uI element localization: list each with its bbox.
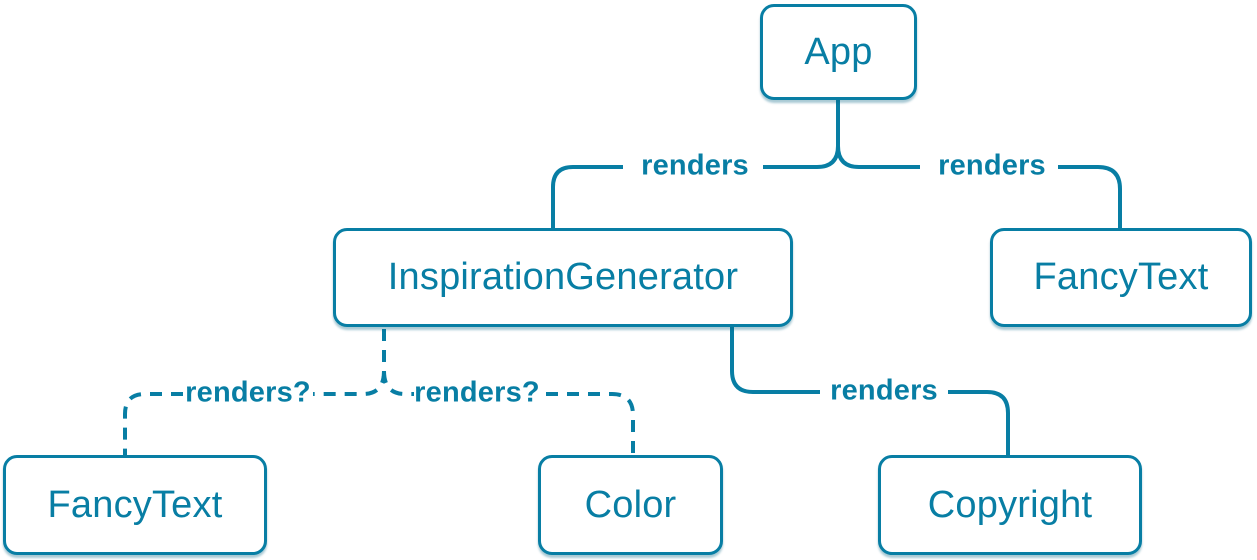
node-color: Color (538, 455, 723, 555)
node-inspiration-generator: InspirationGenerator (333, 228, 793, 327)
node-app: App (760, 4, 917, 100)
edge-inspirationgenerator-copyright-continued (948, 390, 1010, 455)
edge-app-inspirationgenerator (763, 100, 840, 169)
node-app-label: App (804, 30, 873, 73)
edge-label-inspirationgenerator-fancytext: renders? (185, 376, 311, 409)
edge-app-inspirationgenerator-continued (551, 165, 623, 228)
edge-inspirationgenerator-color-dashed-continued (546, 392, 635, 455)
edge-inspirationgenerator-color-dashed (382, 370, 414, 396)
node-copyright: Copyright (878, 455, 1142, 555)
node-fancy-text-bottom-label: FancyText (47, 483, 223, 526)
node-inspiration-generator-label: InspirationGenerator (387, 256, 739, 298)
node-fancy-text-bottom: FancyText (3, 455, 267, 555)
node-fancy-text-top: FancyText (990, 228, 1252, 327)
edge-inspirationgenerator-copyright (730, 327, 820, 394)
node-color-label: Color (584, 483, 677, 526)
edge-label-inspirationgenerator-color: renders? (414, 376, 540, 409)
edge-label-app-inspirationgenerator: renders (641, 149, 749, 182)
edge-app-fancytext (836, 145, 920, 169)
edge-inspirationgenerator-fancytext-dashed-continued (123, 392, 183, 455)
edge-label-inspirationgenerator-copyright: renders (830, 374, 938, 407)
edge-inspirationgenerator-fancytext-dashed (313, 329, 386, 396)
node-fancy-text-top-label: FancyText (1033, 256, 1209, 298)
edge-label-app-fancytext: renders (938, 149, 1046, 182)
edge-app-fancytext-continued (1058, 165, 1122, 228)
node-copyright-label: Copyright (927, 483, 1093, 526)
